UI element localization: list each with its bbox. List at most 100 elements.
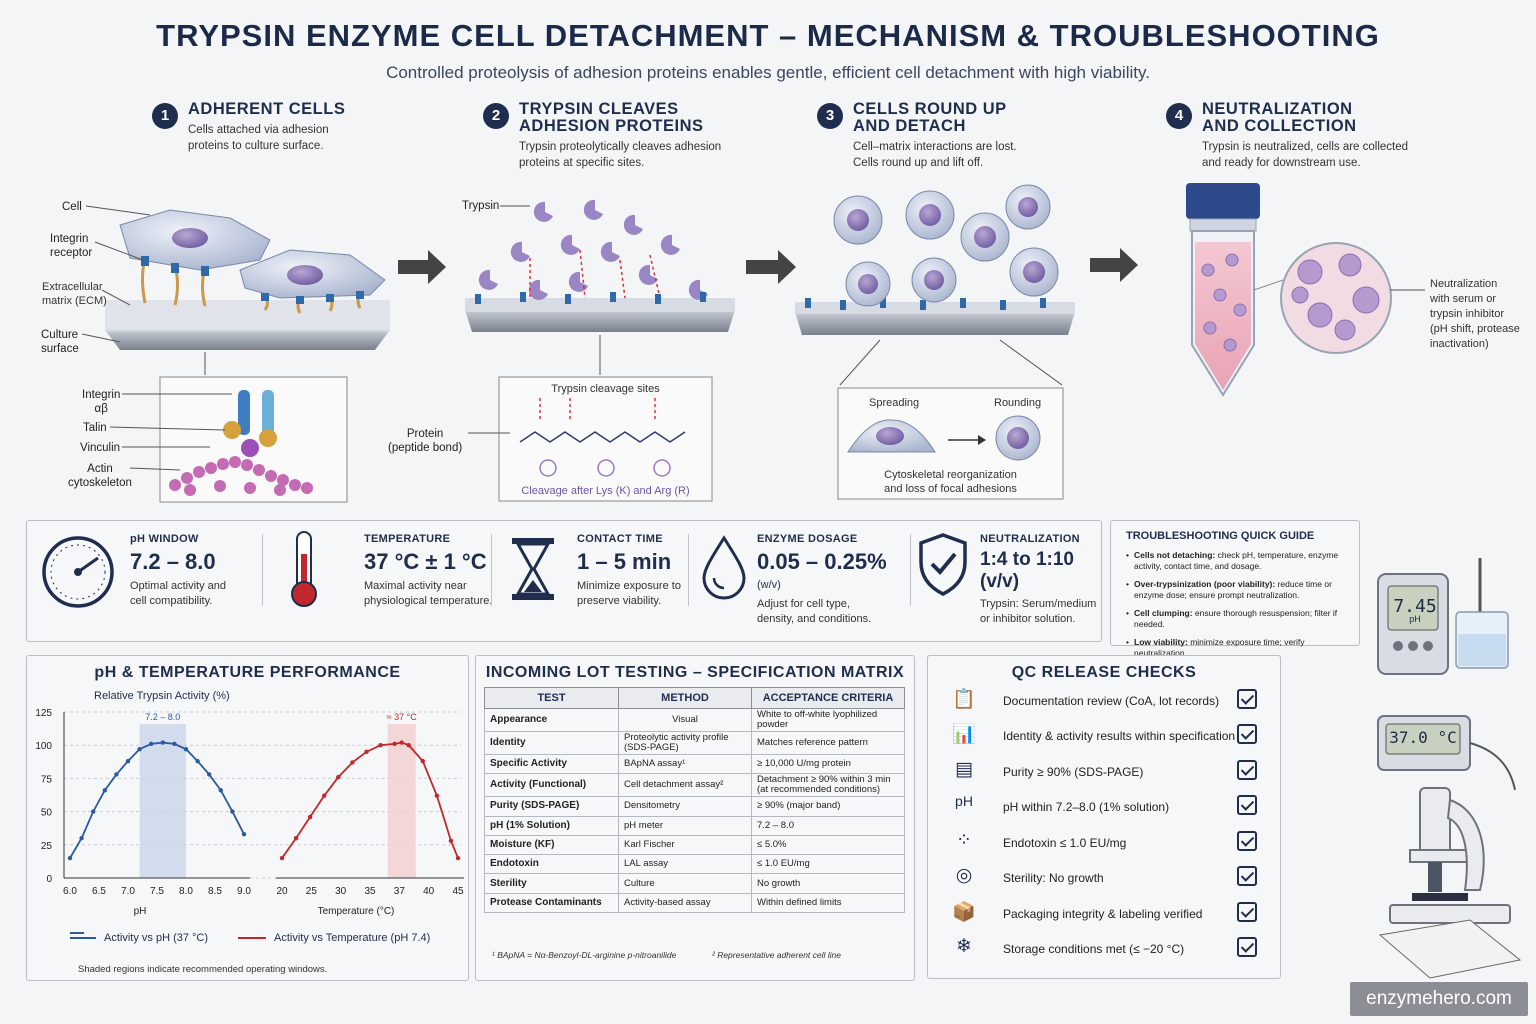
table-cell: Within defined limits [751, 892, 905, 914]
step-3-number: 3 [817, 103, 843, 129]
qc-item-text: Packaging integrity & labeling verified [1003, 907, 1203, 921]
table-cell: Activity (Functional) [484, 773, 619, 798]
data-point [172, 741, 177, 747]
table-cell: Protease Contaminants [484, 892, 619, 914]
table-cell: Matches reference pattern [751, 731, 905, 755]
data-point [322, 793, 327, 798]
qc-item-text: Purity ≥ 90% (SDS-PAGE) [1003, 765, 1144, 779]
table-cell: ≥ 90% (major band) [751, 796, 905, 817]
param-enzyme-dosage: ENZYME DOSAGE 0.05 – 0.25% (w/v) Adjust … [757, 533, 887, 625]
data-point [293, 835, 299, 841]
label-spreading: Spreading [869, 397, 920, 409]
troubleshooting-item: Over-trypsinization (poor viability): re… [1126, 579, 1349, 601]
table-cell: Detachment ≥ 90% within 3 min (at recomm… [751, 773, 905, 798]
qc-list: 📋Documentation review (CoA, lot records)… [927, 687, 1281, 977]
troubleshooting-item: Cells not detaching: check pH, temperatu… [1126, 550, 1349, 572]
step-3-description: Cell–matrix interactions are lost.Cells … [853, 141, 1017, 169]
table-cell: Endotoxin [484, 854, 619, 875]
table-cell: Visual [618, 708, 752, 732]
x-tick-label: 30 [335, 886, 347, 897]
checkbox-icon[interactable] [1237, 795, 1257, 815]
table-cell: Karl Fischer [618, 834, 752, 856]
x-tick-label: 37 [394, 886, 406, 897]
chart-footnote: Shaded regions indicate recommended oper… [78, 964, 328, 975]
x-tick-label: 9.0 [237, 886, 251, 897]
focal-adhesion-illustration [109, 390, 313, 496]
qc-panel [927, 655, 1281, 979]
snowflake-icon: ❄ [956, 936, 972, 957]
table-cell: Purity (SDS-PAGE) [484, 796, 619, 817]
chart-title: pH & TEMPERATURE PERFORMANCE [94, 664, 401, 681]
table-cell: Culture [618, 873, 752, 894]
table-header-cell: METHOD [618, 687, 752, 709]
table-cell: Activity-based assay [618, 892, 752, 914]
package-icon: 📦 [952, 902, 976, 923]
checkbox-icon[interactable] [1237, 689, 1257, 709]
checkbox-icon[interactable] [1237, 724, 1257, 744]
rounding-illustration [847, 415, 1041, 461]
bar-chart-icon: 📊 [952, 724, 976, 745]
x-tick-label: 6.5 [92, 886, 106, 897]
checkbox-icon[interactable] [1237, 866, 1257, 886]
checkbox-icon[interactable] [1237, 937, 1257, 957]
divider [688, 534, 689, 606]
data-point [448, 838, 454, 844]
thermometer-display: 37.0 °C [1389, 728, 1457, 747]
checkbox-icon[interactable] [1237, 831, 1257, 851]
peptide-chain-illustration [468, 398, 686, 477]
page-subtitle: Controlled proteolysis of adhesion prote… [386, 63, 1150, 82]
shaded-window [387, 724, 416, 878]
table-row: Purity (SDS-PAGE)Densitometry≥ 90% (majo… [484, 796, 905, 817]
data-point [279, 855, 285, 861]
x-tick-label: 8.0 [179, 886, 193, 897]
spec-footnote-2: ² Representative adherent cell line [712, 950, 841, 960]
step-4-number: 4 [1166, 103, 1192, 129]
table-cell: Appearance [484, 708, 619, 732]
table-cell: 7.2 – 8.0 [751, 815, 905, 836]
table-cell: BApNA assay¹ [618, 753, 752, 775]
table-cell: Sterility [484, 873, 619, 894]
table-cell: No growth [751, 873, 905, 894]
thermometer-icon [291, 531, 317, 607]
petri-dish-icon: ◎ [955, 865, 973, 886]
qc-item: 📋Documentation review (CoA, lot records) [927, 687, 1267, 717]
label-cleavage-sites: Trypsin cleavage sites [551, 383, 660, 395]
data-point [434, 793, 440, 798]
x-tick-label: 7.5 [150, 886, 164, 897]
series-line [281, 741, 459, 859]
data-point [336, 774, 341, 780]
mechanism-illustration [81, 183, 1425, 503]
qc-item: 📦 Packaging integrity & labeling verified [927, 900, 1267, 930]
checkbox-icon[interactable] [1237, 902, 1257, 922]
checkbox-icon[interactable] [1237, 760, 1257, 780]
x-tick-label: 6.0 [63, 886, 77, 897]
troubleshooting-title: TROUBLESHOOTING QUICK GUIDE [1126, 530, 1315, 542]
qc-item-text: Identity & activity results within speci… [1003, 729, 1236, 743]
legend-ph: Activity vs pH (37 °C) [104, 932, 209, 944]
data-point [207, 772, 212, 777]
qc-item: ⁘Endotoxin ≤ 1.0 EU/mg [927, 829, 1267, 859]
table-row: Moisture (KF)Karl Fischer≤ 5.0% [484, 834, 905, 856]
x-tick-label: 25 [306, 886, 318, 897]
troubleshooting-panel: TROUBLESHOOTING QUICK GUIDE Cells not de… [1110, 520, 1360, 658]
y-tick-label: 75 [41, 774, 53, 785]
ph-meter-display: 7.45 [1393, 596, 1437, 617]
parameter-bar [26, 520, 1102, 642]
y-tick-label: 125 [35, 708, 52, 719]
divider [262, 534, 263, 606]
param-ph: pH WINDOW 7.2 – 8.0 Optimal activity and… [130, 533, 226, 607]
x-tick-label: 40 [423, 886, 435, 897]
spec-matrix-title: INCOMING LOT TESTING – SPECIFICATION MAT… [485, 664, 905, 681]
qc-item-text: Sterility: No growth [1003, 871, 1104, 885]
